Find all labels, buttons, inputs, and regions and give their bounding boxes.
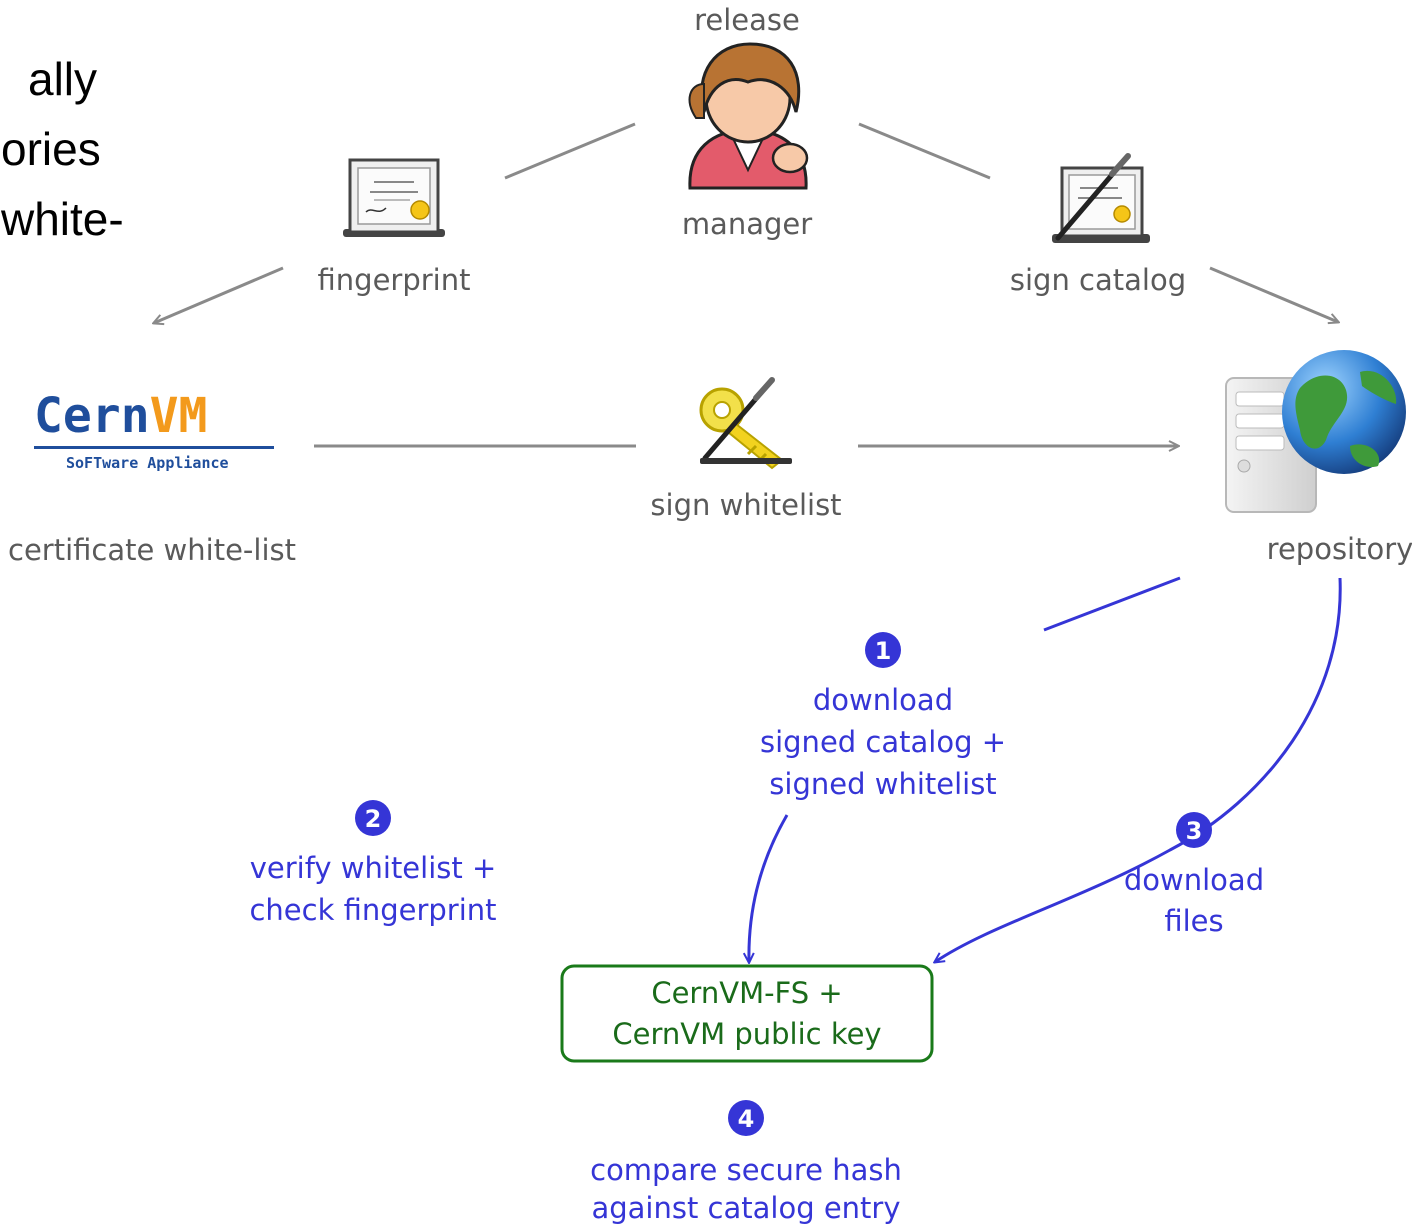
repository-label: repository (1267, 532, 1412, 566)
release-label: release (694, 3, 800, 37)
step-3-line-1: download (1124, 863, 1264, 897)
step-4-number: 4 (738, 1105, 755, 1133)
edge-repository-files-to-client-arrow (935, 577, 1342, 962)
slide-text-fragment-2: ories (1, 123, 101, 175)
step-3-line-2: files (1164, 904, 1223, 938)
server-globe-icon (1225, 350, 1406, 513)
manager-label: manager (682, 207, 812, 241)
step-2-number: 2 (365, 805, 382, 833)
fingerprint-label: fingerprint (318, 263, 471, 297)
step-3-badge (1176, 812, 1212, 848)
step-2-line-1: verify whitelist + (250, 851, 497, 885)
step-3-number: 3 (1186, 817, 1203, 845)
step-2-line-2: check fingerprint (249, 893, 496, 927)
edge-catalog-to-client-arrow (749, 814, 789, 962)
sign-whitelist-label: sign whitelist (650, 488, 841, 522)
edge-manager-to-fingerprint (504, 122, 636, 180)
certificate-white-list-label: certificate white-list (8, 533, 296, 567)
step-2-badge (355, 800, 391, 836)
certificate-icon (343, 158, 445, 237)
slide-text-fragment-1: ally (28, 53, 97, 105)
step-1-badge (865, 632, 901, 668)
logo-word-vm: VM (150, 388, 208, 444)
client-box (560, 964, 934, 1063)
logo-subtitle: SoFTware Appliance (66, 454, 229, 472)
key-pen-icon (699, 377, 792, 470)
svg-text:CernVM: CernVM (34, 388, 207, 444)
step-1-line-3: signed whitelist (769, 767, 996, 801)
logo-word-cern: Cern (34, 388, 150, 444)
step-1-line-2: signed catalog + (760, 725, 1006, 759)
step-4-badge (728, 1100, 764, 1136)
client-box-line-2: CernVM public key (612, 1017, 881, 1051)
edge-manager-to-sign-catalog (858, 122, 991, 180)
slide-text-fragment-3: white- (0, 193, 124, 245)
client-box-line-1: CernVM-FS + (651, 976, 842, 1010)
step-4-line-1: compare secure hash (590, 1153, 902, 1187)
edge-fingerprint-to-cernvm-arrow (154, 266, 284, 323)
step-1-number: 1 (875, 637, 892, 665)
signed-certificate-icon (1052, 153, 1150, 243)
step-4-line-2: against catalog entry (591, 1191, 900, 1225)
person-icon (688, 42, 809, 190)
edge-repository-download-catalog (1043, 576, 1181, 632)
edge-sign-catalog-to-repository-arrow (1209, 266, 1338, 322)
step-1-line-1: download (813, 683, 953, 717)
cernvm-logo: CernVM SoFTware Appliance (34, 388, 274, 472)
sign-catalog-label: sign catalog (1010, 263, 1186, 297)
